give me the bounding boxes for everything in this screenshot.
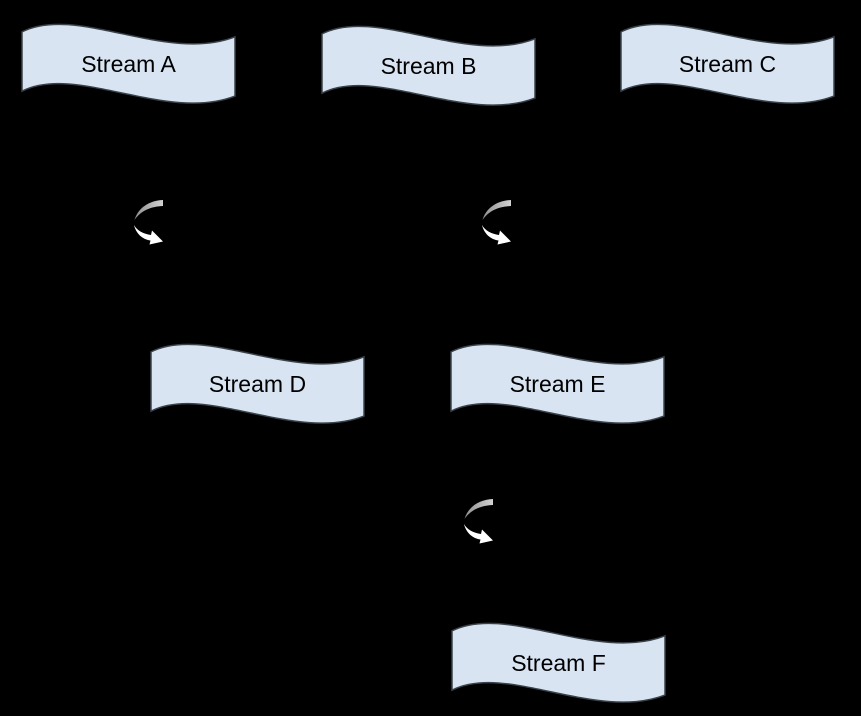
node-stream-c: Stream C <box>620 21 835 105</box>
wave-shape <box>620 23 835 104</box>
wave-shape <box>21 23 236 104</box>
node-stream-e: Stream E <box>450 341 665 425</box>
node-stream-d: Stream D <box>150 341 365 425</box>
node-label: Stream C <box>678 50 777 77</box>
loop-arrow-icon <box>131 197 167 249</box>
loop-arrow-icon <box>479 197 515 249</box>
node-stream-a: Stream A <box>21 21 236 105</box>
node-label: Stream E <box>509 370 606 397</box>
wave-shape <box>451 622 666 703</box>
node-label: Stream A <box>81 50 176 77</box>
node-label: Stream F <box>511 649 606 676</box>
loop-arrow-icon <box>461 496 497 548</box>
node-label: Stream D <box>208 370 307 397</box>
wave-shape <box>150 343 365 424</box>
node-stream-b: Stream B <box>321 23 536 107</box>
node-stream-f: Stream F <box>451 620 666 704</box>
wave-shape <box>450 343 665 424</box>
wave-shape <box>321 25 536 106</box>
node-label: Stream B <box>380 52 477 79</box>
